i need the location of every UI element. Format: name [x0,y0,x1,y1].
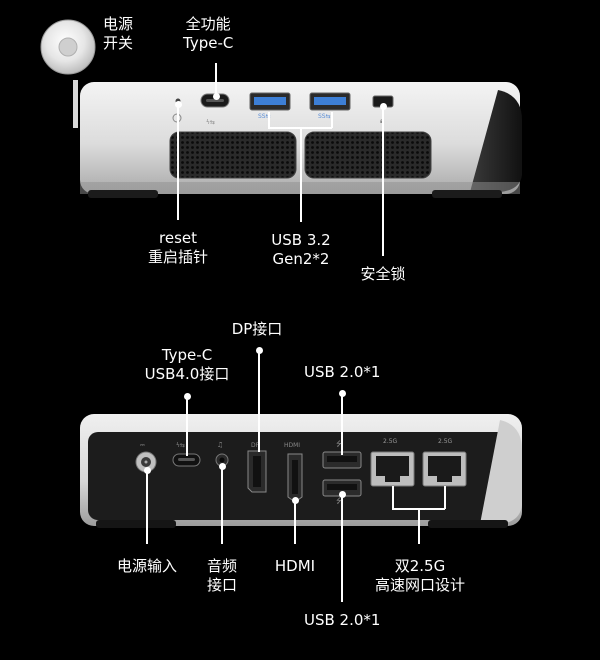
thunderbolt-icon: ϟ⇆ [176,442,185,449]
label-usb20-top: USB 2.0*1 [304,363,381,381]
usb32-port-1[interactable] [249,92,291,111]
lock-leader-line [382,106,384,256]
dp-leader-dot [256,347,263,354]
label-typec-usb4: Type-C USB4.0接口 [144,346,230,383]
typec-leader-dot [213,93,220,100]
audio-jack[interactable] [215,453,229,467]
hdmi-leader-dot [292,497,299,504]
typec-leader-line [215,63,217,96]
lan-leader-left [392,486,394,509]
usb-symbol-icon: ⭍ [336,440,342,448]
label-usb32: USB 3.2 Gen2*2 [271,231,331,268]
label-audio: 音频 接口 [206,557,237,594]
label-hdmi: HDMI [274,557,316,575]
reset-leader-line [177,104,179,220]
label-dp: DP接口 [231,320,283,338]
headphone-icon: ♫ [217,441,223,449]
power-button[interactable] [40,19,96,75]
usb4-leader-line [186,396,188,456]
label-reset: reset 重启插针 [147,229,208,266]
usb32-leader-line [300,127,302,222]
label-security-lock: 安全锁 [360,265,406,283]
usb20-port-bottom[interactable] [322,479,362,497]
reset-leader-dot [175,101,182,108]
label-lan: 双2.5G 高速网口设计 [374,557,465,594]
displayport-port[interactable] [247,450,267,493]
usb32-ss-mark-2: SS⇆ [318,113,331,120]
label-usb20-bottom: USB 2.0*1 [304,611,381,629]
power-in-leader-dot [144,467,151,474]
lan-mark-1: 2.5G [383,438,398,445]
usb20-top-leader-dot [339,390,346,397]
typec-port[interactable] [200,93,230,108]
label-power-switch: 电源 开关 [103,15,134,52]
usb32-port-2[interactable] [309,92,351,111]
lan-port-2[interactable] [422,451,467,487]
usb-symbol-icon-2: ⭍ [336,497,342,505]
audio-leader-line [221,466,223,544]
lan-port-1[interactable] [370,451,415,487]
dc-symbol-icon: ⎓ [140,442,145,449]
hdmi-port-mark: HDMI [284,442,300,449]
usb20-bottom-leader-dot [339,491,346,498]
usb20-top-leader-line [341,393,343,455]
lan-leader-right [444,486,446,509]
dp-leader-line [258,350,260,452]
lan-mark-2: 2.5G [438,438,453,445]
hdmi-port[interactable] [287,453,303,503]
usb32-leader-right [331,112,333,128]
dp-port-mark: DP [251,442,260,449]
label-typec-full: 全功能 Type-C [183,15,234,52]
usb4-leader-dot [184,393,191,400]
power-in-leader-line [146,470,148,544]
usb32-ss-mark-1: SS⇆ [258,113,271,120]
usb32-leader-left [268,112,270,128]
label-power-input: 电源输入 [116,557,177,575]
typec-lightning-icon: ϟ⇆ [206,119,215,126]
hdmi-leader-line [294,500,296,544]
lan-leader-line [418,508,420,544]
power-button-stem [73,80,78,128]
lock-leader-dot [380,103,387,110]
usb20-bottom-leader-line [341,494,343,602]
audio-leader-dot [219,463,226,470]
